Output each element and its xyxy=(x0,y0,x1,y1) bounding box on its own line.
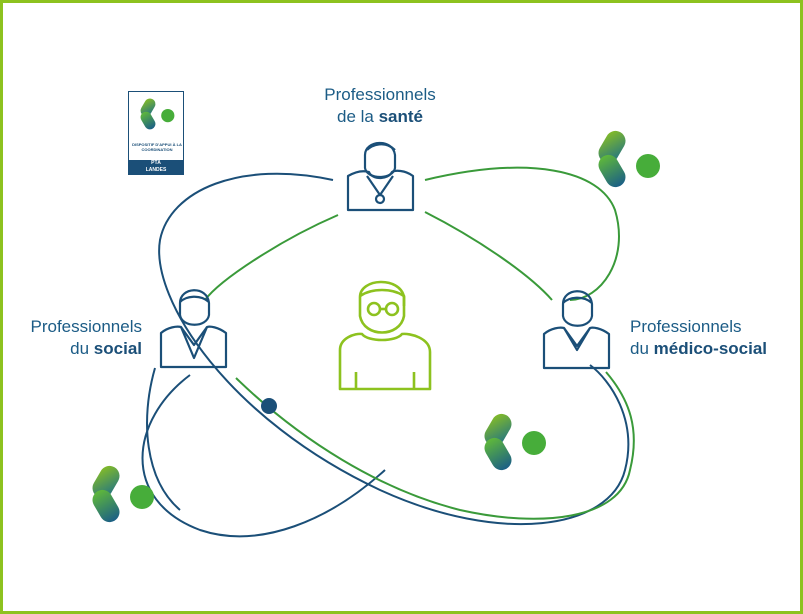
dac-logo-icon xyxy=(92,465,154,523)
label-professionnels-medico-social: Professionnels du médico-social xyxy=(630,316,800,360)
label-line1: Professionnels xyxy=(630,317,742,336)
doctor-icon xyxy=(346,141,415,212)
label-line1: Professionnels xyxy=(30,317,142,336)
orbit-navy-3 xyxy=(146,367,181,511)
dac-logo-icon xyxy=(598,130,660,188)
badge-footer-line2: LANDES xyxy=(145,167,167,173)
label-line2: du social xyxy=(70,339,142,358)
orbit-node-dot xyxy=(261,398,277,414)
orbit-green-2 xyxy=(204,214,339,301)
orbit-green xyxy=(424,166,620,301)
label-professionnels-sante: Professionnels de la santé xyxy=(300,84,460,128)
orbit-navy-2 xyxy=(141,374,386,538)
dac-logo-icon xyxy=(140,98,175,130)
orbit-lines xyxy=(141,166,635,538)
patient-icon xyxy=(338,280,432,391)
badge-footer-line1: PTA xyxy=(151,160,161,166)
dac-logo-icon xyxy=(484,413,546,471)
label-line2: de la santé xyxy=(336,107,423,126)
badge-footer: PTA LANDES xyxy=(129,160,183,174)
badge-caption: DISPOSITIF D'APPUI À LA COORDINATION xyxy=(132,142,182,152)
orbit-green-3 xyxy=(424,211,553,301)
label-professionnels-social: Professionnels du social xyxy=(0,316,142,360)
label-line2: du médico-social xyxy=(630,339,768,358)
orbit-green-4 xyxy=(235,371,635,520)
orbit-navy xyxy=(158,172,630,526)
pta-landes-badge: DISPOSITIF D'APPUI À LA COORDINATION PTA… xyxy=(128,91,184,175)
person-icon xyxy=(542,290,611,370)
label-line1: Professionnels xyxy=(324,85,436,104)
person-icon xyxy=(159,289,228,369)
